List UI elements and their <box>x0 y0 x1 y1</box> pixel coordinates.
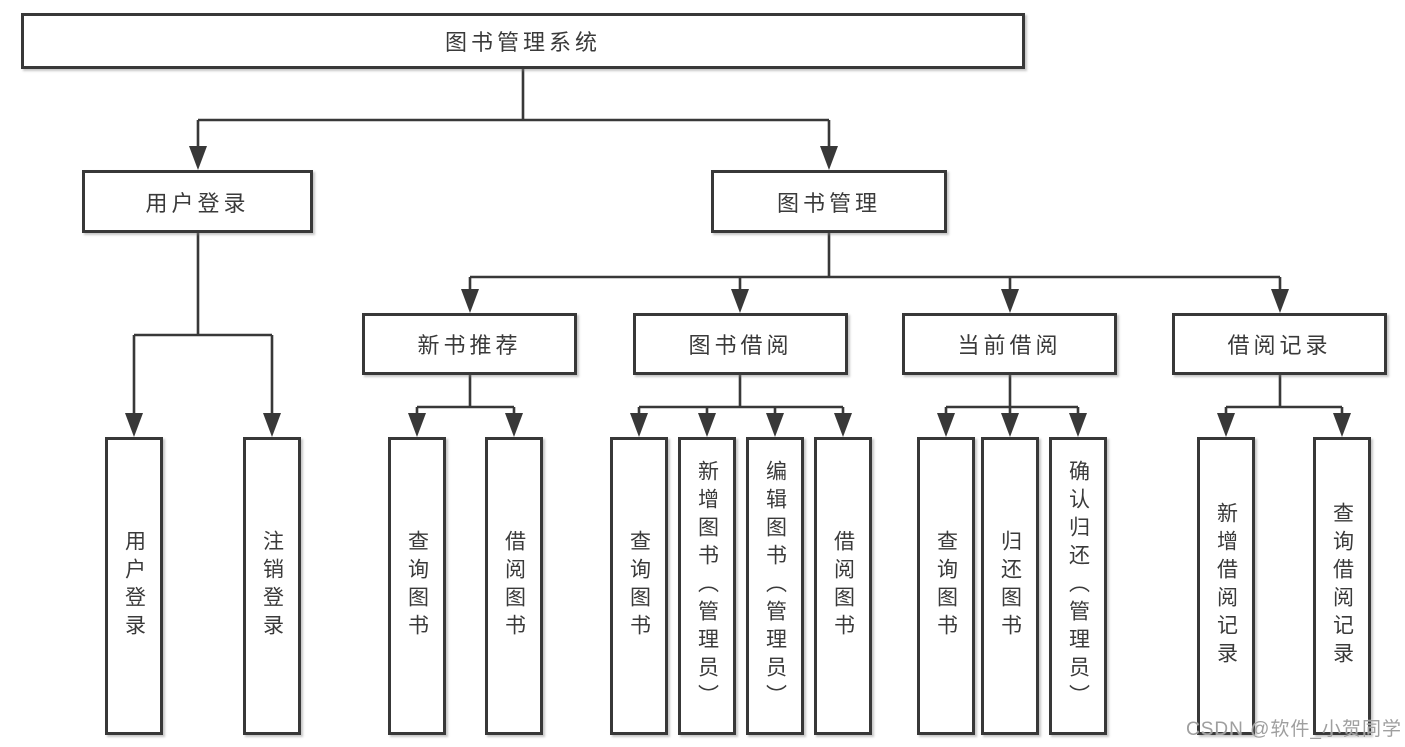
arrowhead-icon <box>820 146 838 170</box>
arrowhead-icon <box>189 146 207 170</box>
leaf-add-borrow-record: 新增借阅记录 <box>1197 437 1255 735</box>
leaf-return-books: 归还图书 <box>981 437 1039 735</box>
leaf-borrow-books-recommend: 借阅图书 <box>485 437 543 735</box>
leaf-logout: 注销登录 <box>243 437 301 735</box>
leaf-query-books-recommend: 查询图书 <box>388 437 446 735</box>
arrowhead-icon <box>1001 413 1019 437</box>
arrowhead-icon <box>937 413 955 437</box>
leaf-borrow-books: 借阅图书 <box>814 437 872 735</box>
leaf-confirm-return-admin: 确认归还（管理员） <box>1049 437 1107 735</box>
arrowhead-icon <box>630 413 648 437</box>
node-current-borrow: 当前借阅 <box>902 313 1117 375</box>
arrowhead-icon <box>1333 413 1351 437</box>
arrowhead-icon <box>834 413 852 437</box>
node-root-system: 图书管理系统 <box>21 13 1025 69</box>
leaf-query-books-current: 查询图书 <box>917 437 975 735</box>
arrowhead-icon <box>731 289 749 313</box>
leaf-edit-books-admin: 编辑图书（管理员） <box>746 437 804 735</box>
arrowhead-icon <box>766 413 784 437</box>
node-new-book-recommend: 新书推荐 <box>362 313 577 375</box>
arrowhead-icon <box>698 413 716 437</box>
node-book-borrow: 图书借阅 <box>633 313 848 375</box>
node-borrow-records: 借阅记录 <box>1172 313 1387 375</box>
arrowhead-icon <box>505 413 523 437</box>
node-user-login: 用户登录 <box>82 170 313 233</box>
leaf-query-borrow-record: 查询借阅记录 <box>1313 437 1371 735</box>
arrowhead-icon <box>263 413 281 437</box>
watermark: CSDN @软件_小贺同学 <box>1186 719 1402 740</box>
arrowhead-icon <box>1001 289 1019 313</box>
node-book-management: 图书管理 <box>711 170 947 233</box>
arrowhead-icon <box>1217 413 1235 437</box>
arrowhead-icon <box>461 289 479 313</box>
leaf-add-books-admin: 新增图书（管理员） <box>678 437 736 735</box>
arrowhead-icon <box>1069 413 1087 437</box>
leaf-query-books-borrow: 查询图书 <box>610 437 668 735</box>
arrowhead-icon <box>1271 289 1289 313</box>
arrowhead-icon <box>408 413 426 437</box>
arrowhead-icon <box>125 413 143 437</box>
leaf-user-login: 用户登录 <box>105 437 163 735</box>
